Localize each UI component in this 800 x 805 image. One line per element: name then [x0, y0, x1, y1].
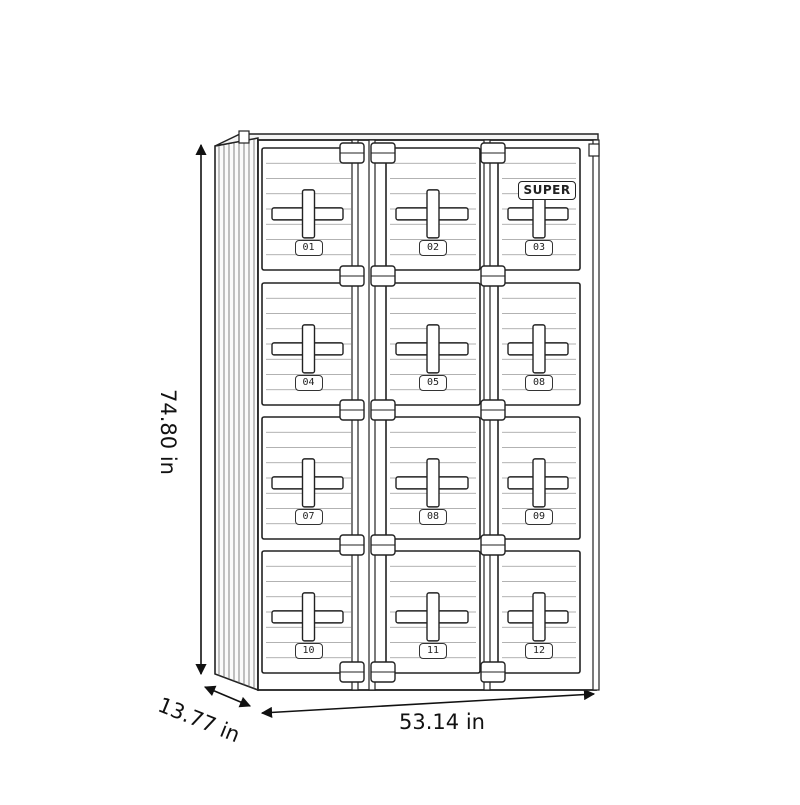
cabinet-post — [592, 139, 600, 691]
door-handle — [301, 458, 316, 508]
door-handle — [532, 324, 546, 374]
door-number-5: 05 — [419, 375, 447, 392]
door-handle — [426, 189, 440, 239]
door-handle — [426, 592, 440, 642]
door-number-2: 02 — [419, 240, 447, 257]
door-number-4: 04 — [294, 375, 323, 392]
door-number-9: 09 — [525, 509, 553, 526]
door-number-11: 11 — [419, 643, 447, 660]
door-number-10: 10 — [294, 643, 323, 660]
door-number-3: 03 — [525, 240, 553, 257]
brand-badge: SUPER — [518, 181, 576, 200]
height-dimension-label: 74.80 in — [156, 389, 180, 475]
door-number-1: 01 — [294, 240, 323, 257]
door-handle — [301, 592, 316, 642]
door-handle — [426, 324, 440, 374]
corner-fitting — [238, 130, 250, 144]
door-handle — [301, 324, 316, 374]
door-number-12: 12 — [525, 643, 553, 660]
door-handle — [426, 458, 440, 508]
door-handle — [532, 592, 546, 642]
corner-fitting — [588, 143, 600, 157]
depth-dimension-arrow — [203, 685, 252, 708]
cabinet-side-panel — [214, 137, 259, 692]
width-dimension-arrow — [260, 688, 596, 719]
door-handle — [301, 189, 316, 239]
door-number-7: 07 — [294, 509, 323, 526]
door-number-8: 08 — [419, 509, 447, 526]
door-handle — [532, 458, 546, 508]
door-number-6: 08 — [525, 375, 553, 392]
width-dimension-label: 53.14 in — [399, 710, 485, 734]
